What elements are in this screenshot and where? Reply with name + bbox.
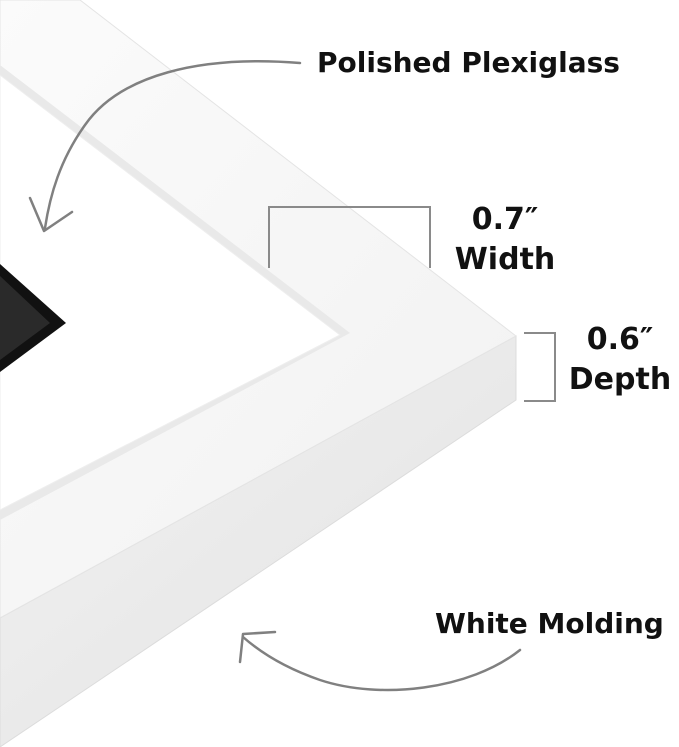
plexiglass-arrow-icon [43,60,302,230]
width-label: Width [454,242,556,277]
depth-value: 0.6″ [586,322,654,357]
width-value: 0.7″ [471,202,539,237]
mat-board [0,74,341,511]
molding-arrow-icon [241,635,522,692]
width-bracket [268,206,431,268]
photo-inner-shadow [0,276,50,360]
plexiglass-arrowhead-icon [28,196,74,233]
molding-arrowhead-icon [238,630,277,664]
depth-bracket [524,332,556,402]
depth-label: Depth [568,362,672,397]
plexiglass-label: Polished Plexiglass [317,46,620,79]
molding-label: White Molding [435,607,664,640]
